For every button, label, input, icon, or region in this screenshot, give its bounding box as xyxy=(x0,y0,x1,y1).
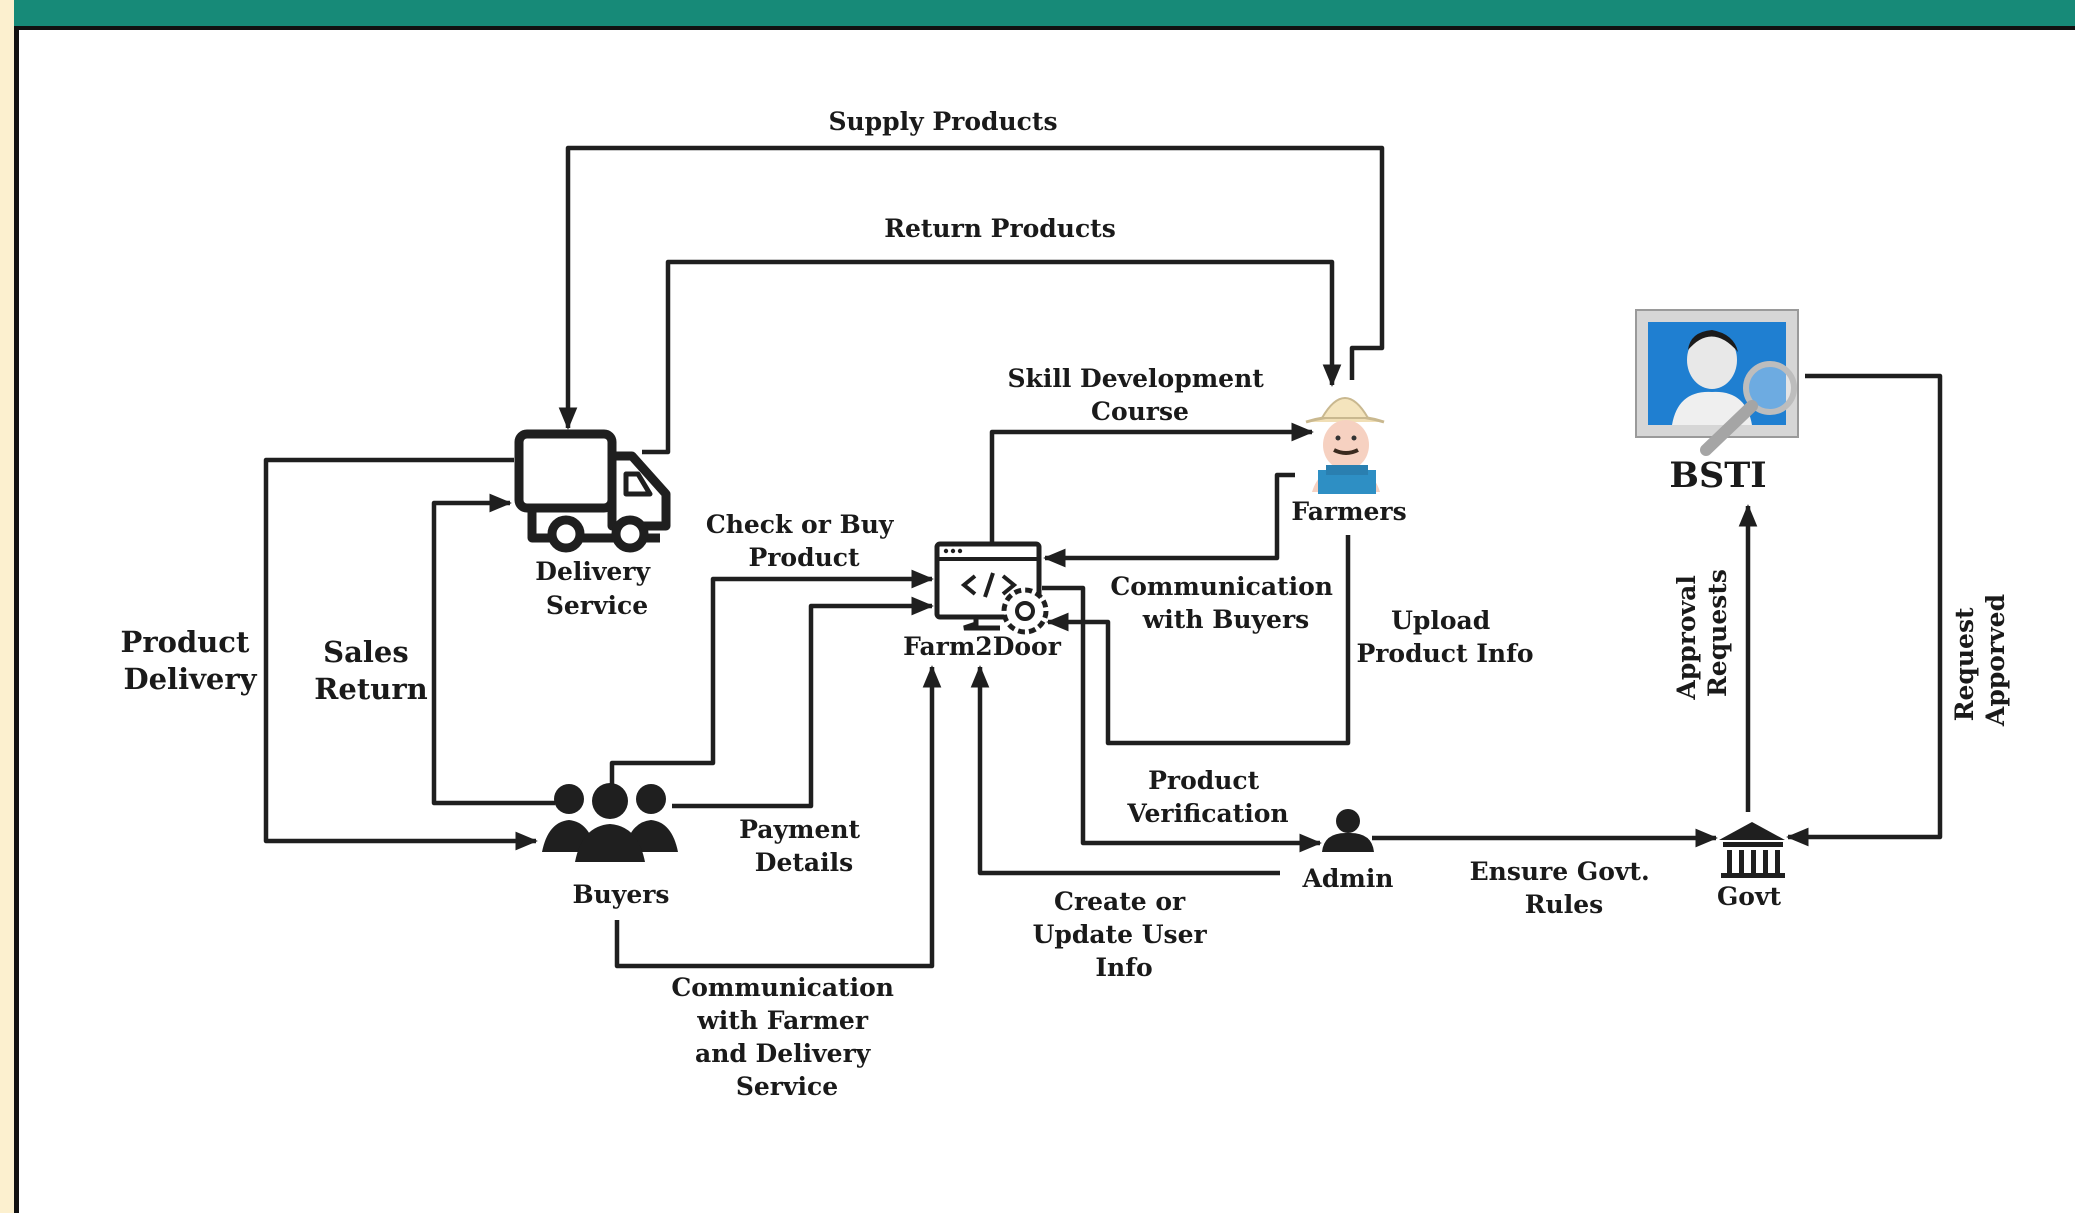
communication-with-farmer-line: Service xyxy=(736,1072,838,1101)
communication-with-farmer-arrow xyxy=(614,665,942,969)
request-approved-line: Request xyxy=(1950,607,1979,721)
header-bar xyxy=(0,0,2075,28)
flow-label-skill-development: Skill Development Course xyxy=(1007,364,1272,426)
sales-return-line: Sales xyxy=(323,635,409,669)
upload-product-info-arrow xyxy=(1046,535,1351,746)
approval-requests-line: Approval xyxy=(1672,575,1701,700)
create-update-user-line: Update User xyxy=(1033,920,1208,949)
flow-label-communication-with-buyers: Communication with Buyers xyxy=(1110,572,1341,634)
product-delivery-arrow xyxy=(263,457,538,851)
skill-development-line: Skill Development xyxy=(1007,364,1264,393)
request-approved-line: Apporved xyxy=(1981,594,2010,727)
frame-top-border xyxy=(14,26,2075,30)
flow-label-check-or-buy: Check or Buy Product xyxy=(706,510,902,572)
flow-label-product-verification: Product Verification xyxy=(1126,766,1288,828)
node-label-buyers: Buyers xyxy=(573,880,670,909)
node-label-farmers: Farmers xyxy=(1291,497,1406,526)
check-or-buy-line: Check or Buy xyxy=(706,510,895,539)
delivery-service-line: Service xyxy=(546,591,648,620)
truck-icon xyxy=(514,429,671,553)
flow-label-approval-requests: Approval Requests xyxy=(1672,566,1732,700)
flow-label-sales-return: Sales Return xyxy=(314,635,427,706)
upload-product-info-line: Product Info xyxy=(1356,639,1533,668)
payment-details-line: Details xyxy=(755,848,853,877)
node-label-delivery-service: Delivery Service xyxy=(535,557,658,620)
communication-with-farmer-line: Communication xyxy=(671,973,894,1002)
sales-return-arrow xyxy=(431,493,555,806)
node-label-govt: Govt xyxy=(1717,882,1782,911)
create-update-user-line: Create or xyxy=(1054,887,1186,916)
communication-with-buyers-line: Communication xyxy=(1110,572,1333,601)
create-update-user-line: Info xyxy=(1095,953,1152,982)
skill-development-line: Course xyxy=(1091,397,1189,426)
flow-label-supply-products: Supply Products xyxy=(828,107,1057,136)
check-or-buy-arrow xyxy=(609,569,934,788)
upload-product-info-line: Upload xyxy=(1391,606,1490,635)
flow-label-return-products: Return Products xyxy=(884,214,1116,243)
frame-left-border xyxy=(14,28,19,1213)
return-products-arrow xyxy=(642,259,1342,455)
request-approved-arrow xyxy=(1786,373,1943,847)
flow-label-payment-details: Payment Details xyxy=(739,815,869,877)
product-verification-line: Verification xyxy=(1126,799,1288,828)
communication-with-buyers-line: with Buyers xyxy=(1142,605,1309,634)
flow-label-product-delivery: Product Delivery xyxy=(121,625,260,696)
product-verification-line: Product xyxy=(1148,766,1260,795)
flow-label-request-approved: Request Apporved xyxy=(1950,594,2010,727)
flow-label-create-update-user: Create or Update User Info xyxy=(1033,887,1216,982)
communication-with-farmer-line: and Delivery xyxy=(695,1039,872,1068)
code-window-gear-icon xyxy=(934,541,1049,635)
create-update-user-arrow xyxy=(970,665,1280,876)
government-building-icon xyxy=(1719,822,1785,878)
ensure-govt-rules-line: Rules xyxy=(1525,890,1603,919)
node-label-admin: Admin xyxy=(1301,864,1393,893)
person-icon xyxy=(1322,809,1374,852)
farmer-icon xyxy=(1305,397,1385,494)
check-or-buy-line: Product xyxy=(748,543,860,572)
product-verification-arrow xyxy=(1042,585,1322,853)
left-margin xyxy=(0,0,14,1213)
supply-products-arrow xyxy=(558,145,1385,430)
communication-with-buyers-arrow xyxy=(1043,472,1295,568)
node-label-bsti: BSTI xyxy=(1669,455,1766,496)
node-label-farm2door: Farm2Door xyxy=(903,632,1062,661)
user-search-icon xyxy=(1635,309,1799,456)
payment-details-arrow xyxy=(672,596,934,809)
delivery-service-line: Delivery xyxy=(535,557,651,586)
product-delivery-line: Delivery xyxy=(123,662,257,696)
flow-label-ensure-govt-rules: Ensure Govt. Rules xyxy=(1470,857,1659,919)
ensure-govt-rules-line: Ensure Govt. xyxy=(1470,857,1650,886)
approval-requests-line: Requests xyxy=(1703,569,1732,697)
flow-label-communication-with-farmer: Communication with Farmer and Delivery S… xyxy=(671,973,902,1101)
sales-return-line: Return xyxy=(314,672,427,706)
product-delivery-line: Product xyxy=(121,625,250,659)
flow-label-upload-product-info: Upload Product Info xyxy=(1356,606,1533,668)
group-icon xyxy=(542,783,678,862)
communication-with-farmer-line: with Farmer xyxy=(696,1006,869,1035)
skill-development-arrow xyxy=(989,422,1314,545)
payment-details-line: Payment xyxy=(739,815,860,844)
